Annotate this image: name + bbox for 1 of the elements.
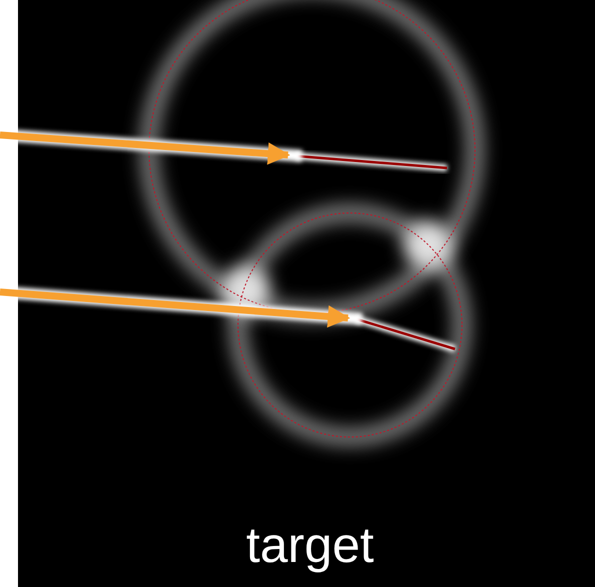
caption-label: target (246, 516, 374, 574)
